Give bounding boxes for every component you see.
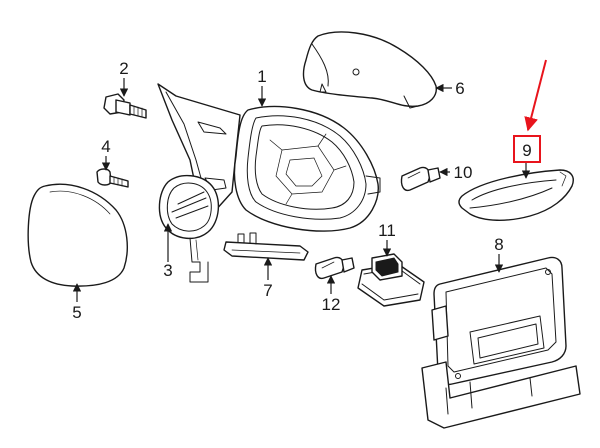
highlight-part-9 [513, 59, 547, 163]
callout-8: 8 [494, 235, 503, 254]
callout-10: 10 [454, 163, 473, 182]
part-12-bulb [314, 256, 355, 280]
callout-12: 12 [322, 295, 341, 314]
part-8-control-module [421, 256, 581, 429]
callout-labels: 1 2 3 4 5 6 7 8 9 10 11 12 [72, 59, 531, 322]
callout-11: 11 [378, 221, 396, 240]
callout-3: 3 [163, 261, 172, 280]
highlight-arrow [524, 59, 547, 132]
callout-7: 7 [263, 281, 272, 300]
part-6-mirror-cap [302, 31, 437, 109]
callout-6: 6 [455, 79, 464, 98]
part-1-mirror-housing [157, 83, 381, 232]
part-10-bulb [400, 166, 441, 192]
highlight-box [513, 135, 541, 163]
part-9-turn-signal-lamp [458, 169, 574, 221]
part-3-motor-unit [158, 175, 219, 283]
callout-5: 5 [72, 303, 81, 322]
callout-4: 4 [101, 137, 110, 156]
part-5-mirror-glass [27, 183, 128, 287]
callout-1: 1 [257, 67, 266, 86]
callout-9: 9 [522, 141, 531, 160]
part-4-screw [96, 168, 129, 188]
part-2-bolt [103, 93, 147, 119]
part-11-lamp-socket [357, 253, 425, 307]
leader-lines [72, 78, 531, 302]
callout-2: 2 [119, 59, 128, 78]
part-7-trim-strip [223, 232, 309, 261]
